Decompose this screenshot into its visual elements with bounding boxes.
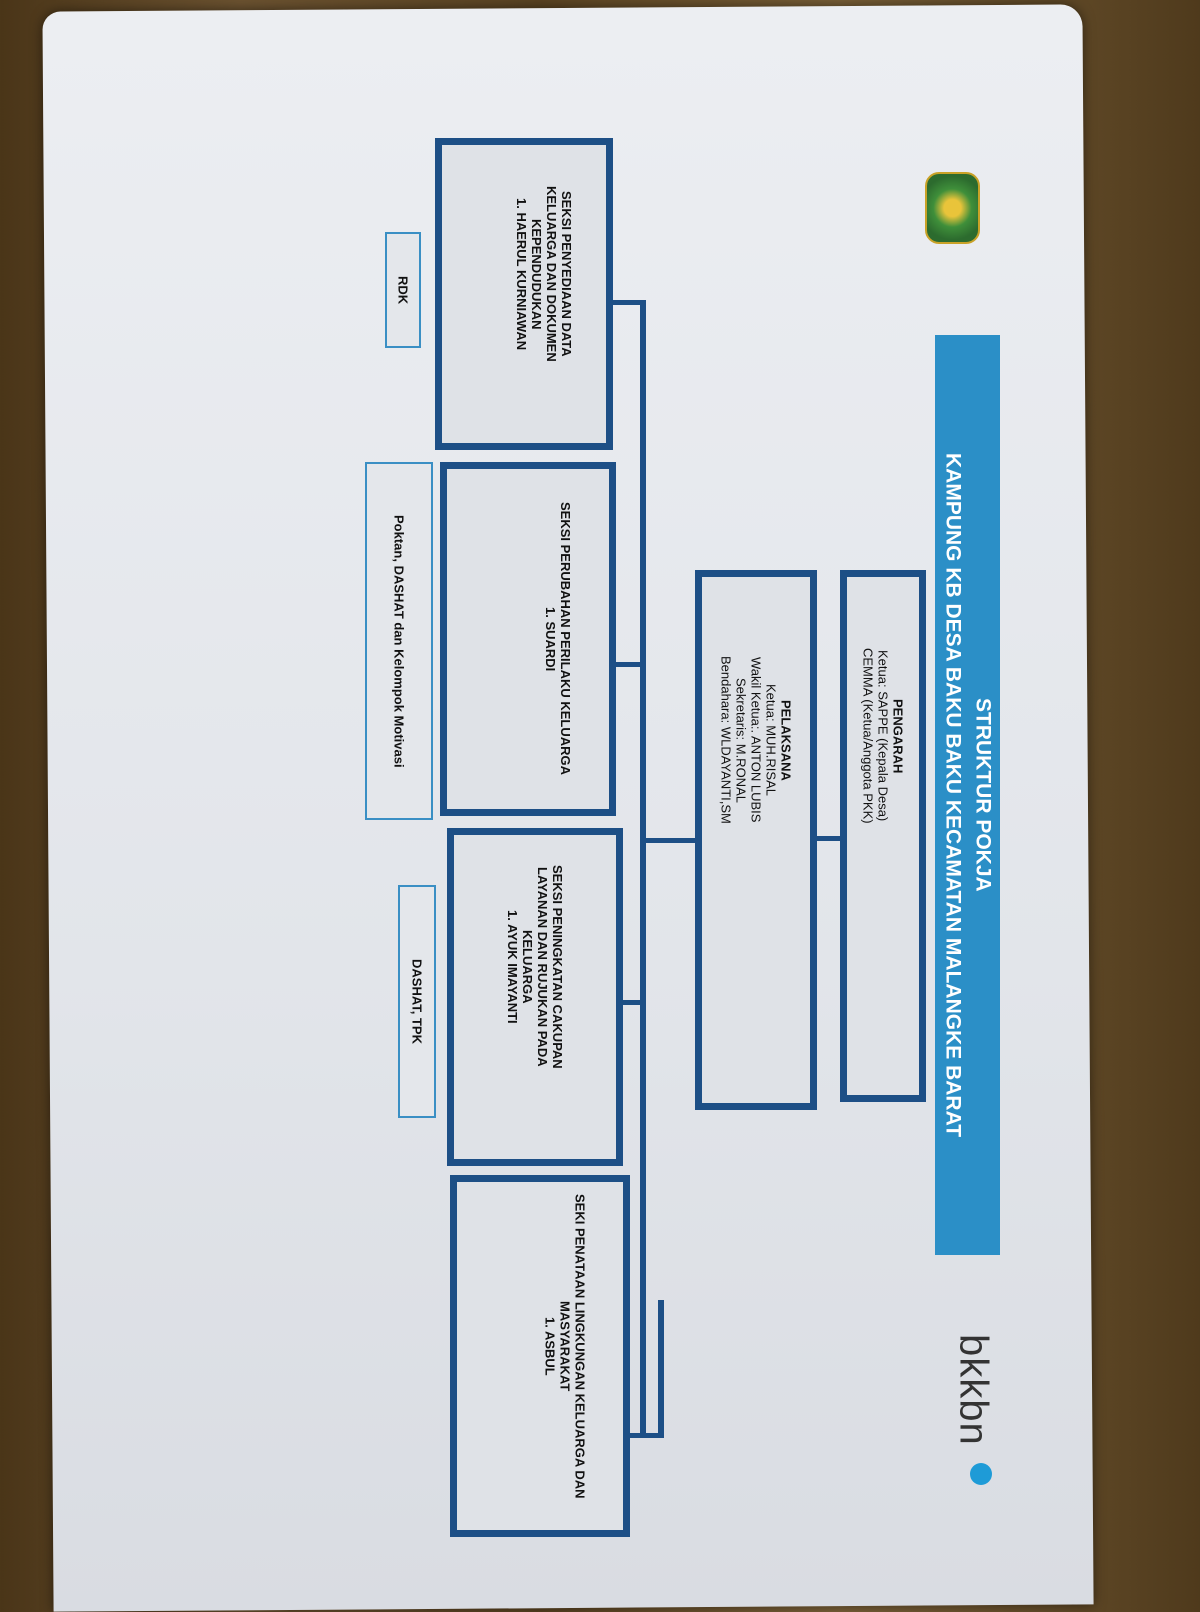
section-box-3: SEKSI PENINGKATAN CAKUPAN LAYANAN DAN RU…: [447, 828, 623, 1166]
section-box-4: SEKI PENATAAN LINGKUNGAN KELUARGA DAN MA…: [450, 1175, 630, 1537]
title-line-1: STRUKTUR POKJA: [971, 698, 995, 892]
section-member: 1. HAERUL KURNIAWAN: [514, 197, 529, 351]
pengarah-box: PENGARAH Ketua: SAPPE (Kepala Desa) CEMM…: [840, 570, 926, 1102]
pengarah-heading: PENGARAH: [890, 698, 906, 774]
connector-line: [640, 838, 698, 843]
partner-label: RDK: [395, 275, 411, 305]
section-member: 1. AYUK IMAYANTI: [505, 910, 520, 1024]
pelaksana-bendahara: Bendahara: WLDAYANTI,SM: [718, 656, 734, 824]
pengarah-ketua: Ketua: SAPPE (Kepala Desa): [875, 650, 891, 822]
section-title: SEKI PENATAAN LINGKUNGAN KELUARGA DAN MA…: [557, 1193, 588, 1499]
title-line-2: KAMPUNG KB DESA BAKU BAKU KECAMATAN MALA…: [941, 452, 965, 1138]
partner-label: Poktan, DASHAT dan Kelompok Motivasi: [391, 514, 407, 768]
regional-emblem-icon: [925, 172, 980, 244]
pengarah-anggota: CEMMA (Ketua/Anggota PKK): [860, 648, 876, 824]
section-member: 1. SUARDI: [543, 606, 558, 672]
section-title: SEKSI PENINGKATAN CAKUPAN LAYANAN DAN RU…: [520, 865, 565, 1069]
partner-box-dashat: DASHAT, TPK: [398, 885, 436, 1118]
partner-box-poktan: Poktan, DASHAT dan Kelompok Motivasi: [365, 462, 433, 820]
bus-line: [640, 300, 646, 1438]
pelaksana-sekretaris: Sekretaris: M.RONAL: [733, 677, 749, 803]
page-title: STRUKTUR POKJA KAMPUNG KB DESA BAKU BAKU…: [935, 335, 1000, 1255]
bkkbn-logo: bkkbn: [948, 1295, 998, 1485]
section-box-1: SEKSI PENYEDIAAN DATA KELUARGA DAN DOKUM…: [435, 138, 613, 450]
section-title: SEKSI PERUBAHAN PERILAKU KELUARGA: [558, 502, 573, 776]
pelaksana-box: PELAKSANA Ketua: MUH.RISAL Wakil Ketua:.…: [695, 570, 817, 1110]
section-member: 1. ASBUL: [542, 1316, 558, 1376]
connector-line: [628, 1433, 664, 1438]
pelaksana-ketua: Ketua: MUH.RISAL: [763, 683, 779, 796]
connector-line: [815, 836, 843, 841]
partner-box-rdk: RDK: [385, 232, 421, 348]
section-title: SEKSI PENYEDIAAN DATA KELUARGA DAN DOKUM…: [529, 186, 574, 362]
pelaksana-heading: PELAKSANA: [778, 699, 794, 781]
connector-line: [614, 662, 644, 667]
section-box-2: SEKSI PERUBAHAN PERILAKU KELUARGA 1. SUA…: [440, 462, 616, 816]
pelaksana-wakil: Wakil Ketua:. ANTON LUBIS: [748, 657, 764, 823]
connector-line: [658, 1300, 664, 1438]
connector-line: [620, 1000, 644, 1005]
connector-line: [612, 300, 644, 305]
partner-label: DASHAT, TPK: [409, 959, 425, 1044]
